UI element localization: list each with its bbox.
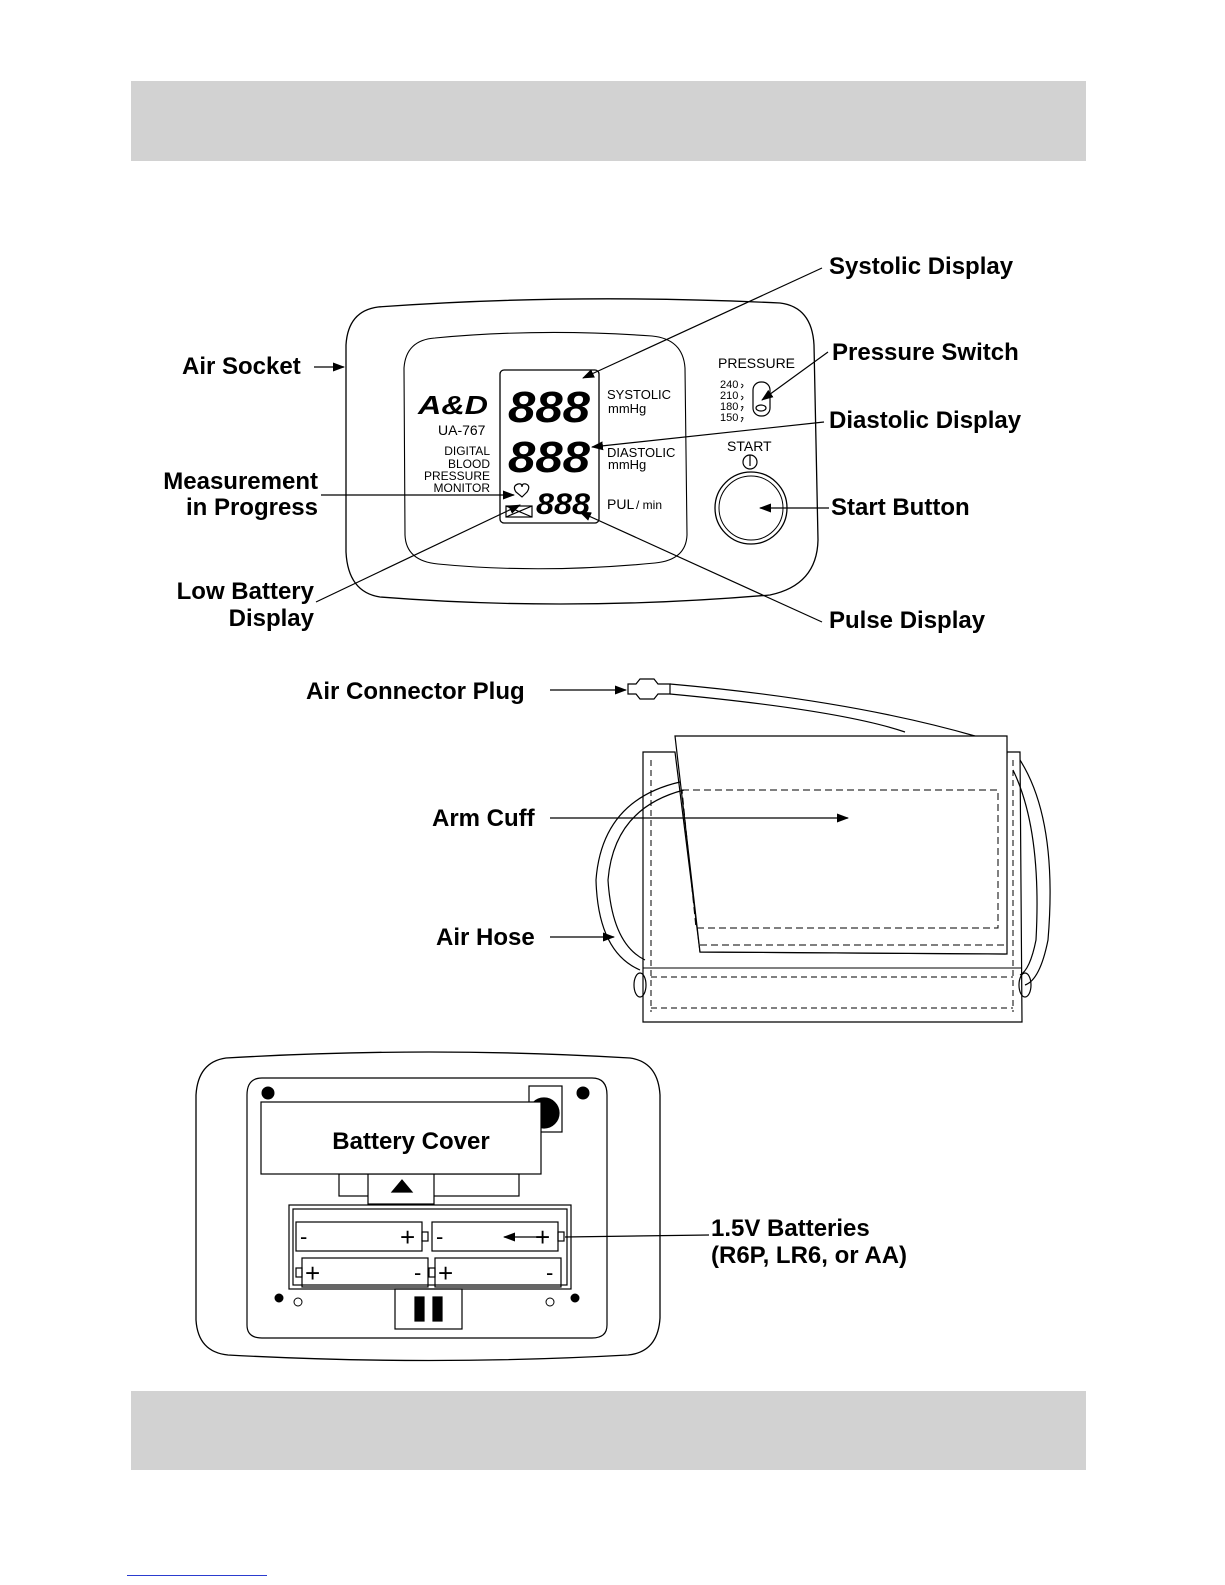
- label-arm-cuff: Arm Cuff: [432, 805, 536, 832]
- leader-lines-front: [314, 267, 829, 623]
- label-batteries-1: 1.5V Batteries: [711, 1215, 870, 1242]
- per-min-label: / min: [636, 498, 662, 512]
- model-number: UA-767: [438, 422, 486, 438]
- battery-compartment: [288, 1204, 572, 1330]
- leader-lines-cuff: [550, 685, 849, 942]
- device-desc-2: BLOOD: [448, 457, 490, 471]
- label-start-button: Start Button: [831, 494, 970, 521]
- diastolic-label: DIASTOLIC: [607, 445, 675, 460]
- battery-cell: [301, 1257, 429, 1288]
- systolic-label: SYSTOLIC: [607, 387, 671, 402]
- pulse-digits: 888: [536, 488, 590, 521]
- label-systolic-display: Systolic Display: [829, 253, 1014, 280]
- heart-icon: [513, 483, 530, 498]
- brand-logo: A&D: [417, 390, 489, 420]
- battery-plus-4: +: [438, 1258, 453, 1288]
- battery-cell: [434, 1257, 562, 1288]
- arrow-up-icon: [390, 1179, 414, 1193]
- battery-minus-1: -: [300, 1224, 307, 1249]
- pressure-240: 240: [720, 379, 738, 391]
- diastolic-digits: 888: [508, 433, 591, 482]
- footer-link-underline: [127, 1575, 267, 1576]
- pressure-switch[interactable]: [740, 381, 771, 423]
- label-diastolic-display: Diastolic Display: [829, 407, 1022, 434]
- pressure-label: PRESSURE: [718, 355, 795, 371]
- battery-cover-label: Battery Cover: [332, 1128, 489, 1155]
- battery-icon: [505, 505, 533, 518]
- monitor-back: [195, 1051, 661, 1362]
- label-air-socket: Air Socket: [182, 353, 301, 380]
- diastolic-unit: mmHg: [608, 457, 646, 472]
- label-air-connector-plug: Air Connector Plug: [306, 678, 525, 705]
- systolic-unit: mmHg: [608, 401, 646, 416]
- pressure-210: 210: [720, 390, 738, 402]
- device-desc-4: MONITOR: [434, 481, 491, 495]
- battery-minus-4: -: [546, 1260, 553, 1285]
- device-desc-1: DIGITAL: [444, 444, 490, 458]
- label-low-battery-2: Display: [229, 605, 315, 632]
- arm-cuff: [595, 678, 1051, 1023]
- screw-holes: [261, 1086, 590, 1307]
- battery-minus-2: -: [436, 1224, 443, 1249]
- pressure-180: 180: [720, 401, 738, 413]
- device-desc-3: PRESSURE: [424, 469, 490, 483]
- label-pulse-display: Pulse Display: [829, 607, 986, 634]
- footer-band: [131, 1391, 1086, 1470]
- label-low-battery-1: Low Battery: [177, 578, 315, 605]
- battery-minus-3: -: [414, 1260, 421, 1285]
- battery-cover[interactable]: [260, 1101, 542, 1205]
- header-band: [131, 81, 1086, 161]
- start-label: START: [727, 438, 772, 454]
- label-batteries-2: (R6P, LR6, or AA): [711, 1242, 907, 1269]
- label-air-hose: Air Hose: [436, 924, 535, 951]
- systolic-digits: 888: [508, 383, 591, 432]
- leader-lines-battery: [503, 1232, 710, 1242]
- label-pressure-switch: Pressure Switch: [832, 339, 1019, 366]
- label-measurement-1: Measurement: [163, 468, 318, 495]
- battery-plus-3: +: [305, 1258, 320, 1288]
- battery-plus-1: +: [400, 1222, 415, 1252]
- pul-label: PUL: [607, 496, 634, 512]
- label-measurement-2: in Progress: [186, 494, 318, 521]
- power-icon: [742, 454, 758, 470]
- pressure-150: 150: [720, 412, 738, 424]
